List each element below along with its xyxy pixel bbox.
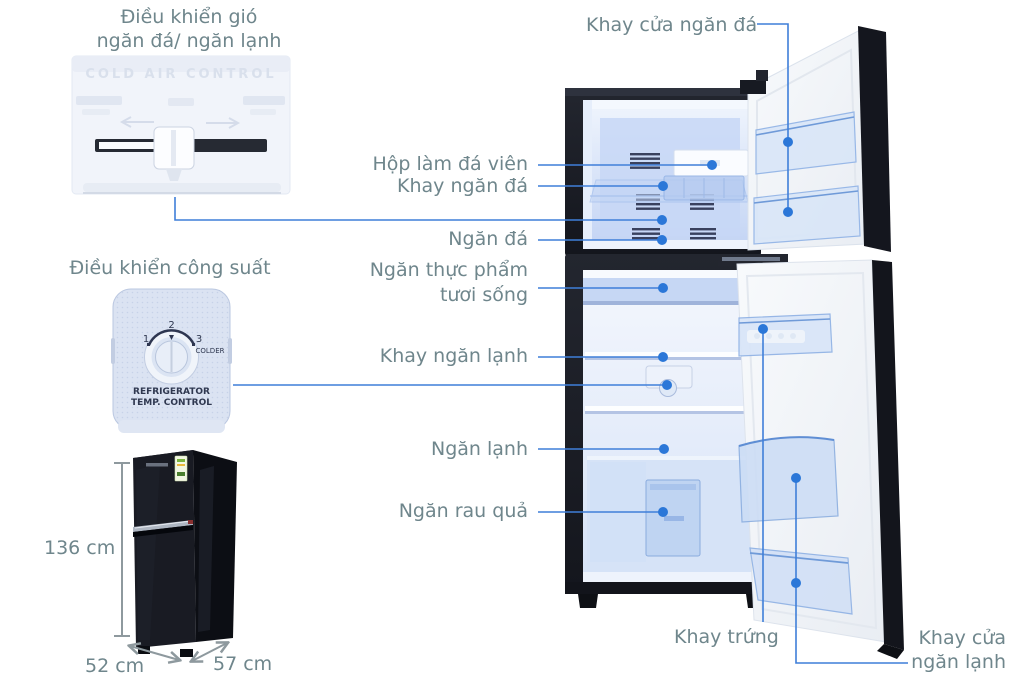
label-fresh-food-line1: Ngăn thực phẩm: [369, 259, 528, 281]
dial-caption-line1: REFRIGERATOR: [133, 387, 210, 397]
fridge-cabinet: [565, 254, 788, 608]
callout-dot: [657, 215, 667, 225]
dial-mark-1: 1: [143, 334, 149, 345]
label-egg-tray: Khay trứng: [674, 626, 779, 648]
main-fridge-illustration: [565, 26, 904, 659]
label-vegetable-drawer: Ngăn rau quả: [398, 500, 528, 522]
label-air-control-line2: ngăn đá/ ngăn lạnh: [96, 30, 282, 52]
small-fridge-illustration: [133, 450, 237, 657]
fridge-foot-left: [578, 594, 598, 608]
callout-dot: [657, 235, 667, 245]
label-fridge-door-tray: Khay cửa ngăn lạnh: [911, 626, 1006, 674]
slider-arrow-right-icon: [206, 117, 241, 129]
callout-line: [757, 23, 789, 212]
callout-dot: [783, 207, 793, 217]
label-fridge-tray: Khay ngăn lạnh: [379, 345, 528, 367]
freezer-door-hinge: [740, 80, 766, 94]
freezer-door-bin-bottom: [753, 185, 861, 245]
label-width-dimension: 52 cm: [85, 655, 145, 677]
callout-dot: [758, 324, 768, 334]
label-fridge-door-tray-line2: ngăn lạnh: [911, 651, 1006, 673]
label-fresh-food-line2: tươi sống: [439, 284, 528, 306]
dial-mark-2: 2: [168, 320, 174, 331]
callout-dot: [658, 283, 668, 293]
fresh-food-zone: [583, 278, 757, 304]
fridge-door-bin-middle: [738, 436, 839, 523]
freezer-door-edge: [858, 26, 891, 252]
callout-dot: [659, 444, 669, 454]
vegetable-drawer: [645, 479, 701, 557]
freezer-door-bin-top: [755, 111, 857, 175]
label-fridge-compartment: Ngăn lạnh: [430, 438, 528, 460]
freezer-door: [740, 26, 891, 252]
dial-colder-label: COLDER: [196, 347, 225, 355]
fridge-door-bin-bottom: [749, 547, 853, 615]
fridge-door-edge: [872, 260, 904, 650]
label-ice-tray: Khay ngăn đá: [397, 175, 528, 197]
callout-line: [795, 478, 908, 664]
label-power-control-title: Điều khiển công suất: [69, 257, 271, 279]
energy-label: [174, 455, 188, 482]
label-freezer-door-tray: Khay cửa ngăn đá: [586, 14, 758, 36]
brand-logo: [146, 463, 168, 467]
label-air-control-title: Điều khiển gió ngăn đá/ ngăn lạnh: [74, 5, 304, 53]
slider-panel-title: COLD AIR CONTROL: [85, 67, 276, 82]
label-air-control-line1: Điều khiển gió: [120, 6, 258, 28]
callout-layer: [174, 23, 908, 664]
callout-dot: [791, 473, 801, 483]
label-fresh-food: Ngăn thực phẩm tươi sống: [370, 258, 528, 308]
callout-dot: [791, 578, 801, 588]
label-ice-cube-box: Hộp làm đá viên: [372, 153, 528, 175]
callout-line: [174, 197, 662, 221]
freezer-cabinet: [565, 88, 761, 256]
dial-control-illustration: 1 2 3 COLDER REFRIGERATOR TEMP. CONTROL: [111, 288, 232, 433]
callout-dot: [783, 137, 793, 147]
dial-mark-3: 3: [196, 334, 202, 345]
label-freezer-compartment: Ngăn đá: [448, 228, 528, 250]
temp-dial: [144, 329, 199, 385]
small-fridge-handle: [133, 520, 193, 532]
callout-dot: [658, 352, 668, 362]
callout-dot: [707, 160, 717, 170]
slider-control-illustration: COLD AIR CONTROL: [71, 55, 291, 195]
callout-dot: [658, 507, 668, 517]
egg-tray-bin: [738, 313, 833, 357]
slider-handle: [153, 126, 195, 181]
label-depth-dimension: 57 cm: [213, 653, 273, 675]
callout-dot: [658, 181, 668, 191]
label-fridge-door-tray-line1: Khay cửa: [918, 627, 1006, 649]
fridge-door: [736, 259, 904, 659]
label-height-dimension: 136 cm: [44, 537, 116, 559]
ice-cube-box: [663, 149, 749, 201]
dial-caption-line2: TEMP. CONTROL: [131, 398, 212, 408]
callout-dot: [662, 380, 672, 390]
slider-arrow-left-icon: [119, 116, 154, 128]
measurement-lines: [114, 462, 227, 661]
